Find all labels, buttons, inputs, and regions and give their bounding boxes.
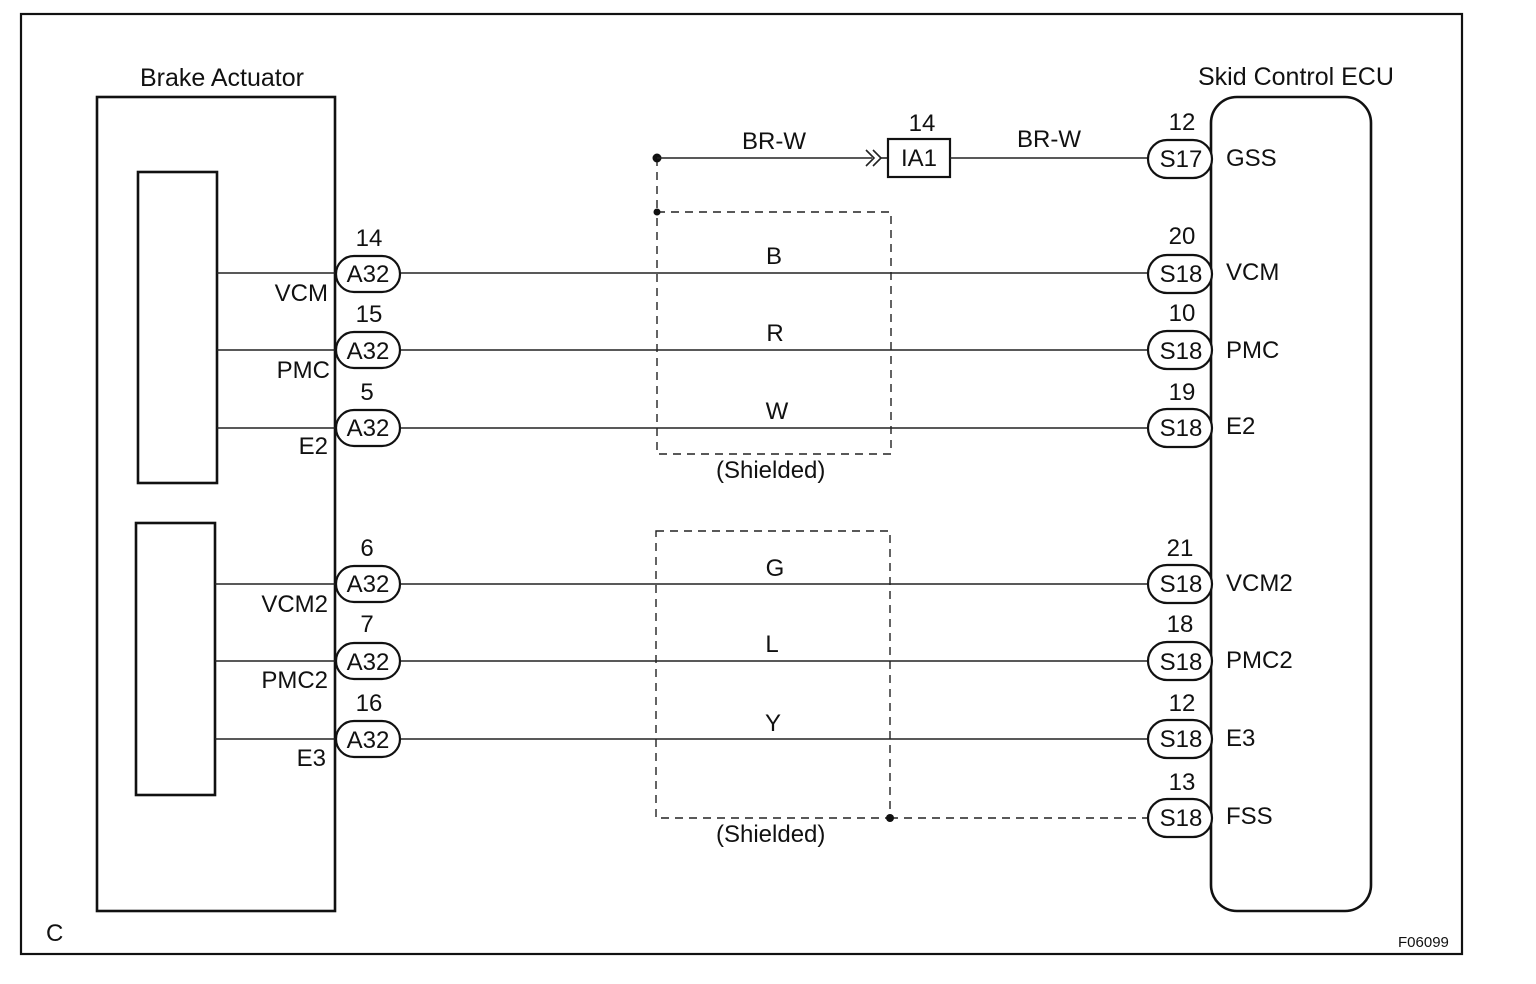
ecu-pin-gss: 12 S17 GSS xyxy=(1146,109,1277,180)
actuator-signal-pmc2: PMC2 xyxy=(261,667,328,694)
actuator-signal-vcm: VCM xyxy=(275,280,328,307)
svg-text:FSS: FSS xyxy=(1226,803,1273,830)
corner-label: C xyxy=(46,920,63,947)
svg-text:VCM: VCM xyxy=(1226,259,1279,286)
ecu-title: Skid Control ECU xyxy=(1198,63,1394,91)
diagram-frame xyxy=(19,12,1464,956)
signal-row-vcm: VCM 14 A32 B xyxy=(217,225,1148,307)
svg-text:10: 10 xyxy=(1169,300,1196,327)
figure-id: F06099 xyxy=(1398,934,1449,951)
actuator-body xyxy=(95,95,337,913)
actuator-connector-vcm: A32 xyxy=(347,261,390,288)
actuator-pin-pmc: 15 xyxy=(356,301,383,328)
ecu-pin-vcm: 20 S18 VCM xyxy=(1146,223,1279,295)
signal-row-e2: E2 5 A32 W xyxy=(217,379,1148,460)
actuator-connector-vcm2: A32 xyxy=(347,571,390,598)
ecu-pin-e2: 19 S18 E2 xyxy=(1146,379,1255,449)
signal-row-e3: E3 16 A32 Y xyxy=(215,690,1148,772)
svg-text:PMC: PMC xyxy=(1226,337,1279,364)
wire-color-vcm: B xyxy=(766,243,782,270)
svg-text:S18: S18 xyxy=(1160,261,1203,288)
actuator-pin-e2: 5 xyxy=(360,379,373,406)
wire-color-pmc2: L xyxy=(765,631,778,658)
actuator-signal-vcm2: VCM2 xyxy=(261,591,328,618)
shield-box-lower xyxy=(655,530,891,819)
wire-color-vcm2: G xyxy=(766,555,785,582)
svg-text:VCM2: VCM2 xyxy=(1226,570,1293,597)
ecu-body xyxy=(1209,95,1373,913)
svg-text:S18: S18 xyxy=(1160,649,1203,676)
svg-text:21: 21 xyxy=(1167,535,1194,562)
svg-text:18: 18 xyxy=(1167,611,1194,638)
gss-wire-color-left: BR-W xyxy=(742,128,806,155)
svg-text:S17: S17 xyxy=(1160,146,1203,173)
actuator-signal-pmc: PMC xyxy=(277,357,330,384)
svg-text:GSS: GSS xyxy=(1226,145,1277,172)
junction-label: IA1 xyxy=(901,145,937,172)
actuator-signal-e3: E3 xyxy=(297,745,326,772)
actuator-pin-vcm2: 6 xyxy=(360,535,373,562)
ecu-pin-pmc: 10 S18 PMC xyxy=(1146,300,1279,371)
actuator-pin-vcm: 14 xyxy=(356,225,383,252)
shield-label-upper: (Shielded) xyxy=(716,457,825,484)
shield-box-upper xyxy=(656,211,892,455)
svg-text:PMC2: PMC2 xyxy=(1226,647,1293,674)
actuator-connector-pmc2: A32 xyxy=(347,649,390,676)
ecu-pin-fss: 13 S18 FSS xyxy=(1146,769,1273,839)
actuator-sensor-2 xyxy=(134,521,217,797)
svg-text:S18: S18 xyxy=(1160,726,1203,753)
actuator-connector-e2: A32 xyxy=(347,415,390,442)
junction-connector-box xyxy=(886,137,952,179)
svg-text:20: 20 xyxy=(1169,223,1196,250)
svg-text:12: 12 xyxy=(1169,690,1196,717)
actuator-pin-pmc2: 7 xyxy=(360,611,373,638)
svg-text:E3: E3 xyxy=(1226,725,1255,752)
ecu-pin-e3: 12 S18 E3 xyxy=(1146,690,1255,760)
svg-text:E2: E2 xyxy=(1226,413,1255,440)
junction-pin: 14 xyxy=(909,110,936,137)
svg-text:19: 19 xyxy=(1169,379,1196,406)
actuator-sensor-1 xyxy=(136,170,219,485)
shield-ground-dot-lower xyxy=(886,814,894,822)
svg-text:12: 12 xyxy=(1169,109,1196,136)
gss-wire-color-right: BR-W xyxy=(1017,126,1081,153)
actuator-connector-pmc: A32 xyxy=(347,338,390,365)
svg-text:S18: S18 xyxy=(1160,805,1203,832)
actuator-signal-e2: E2 xyxy=(299,433,328,460)
actuator-connector-e3: A32 xyxy=(347,727,390,754)
signal-row-vcm2: VCM2 6 A32 G xyxy=(215,535,1148,618)
signal-row-pmc2: PMC2 7 A32 L xyxy=(215,611,1148,694)
signal-row-pmc: PMC 15 A32 R xyxy=(217,301,1148,384)
wire-color-e2: W xyxy=(766,398,789,425)
svg-text:S18: S18 xyxy=(1160,415,1203,442)
actuator-title: Brake Actuator xyxy=(140,64,304,92)
svg-text:S18: S18 xyxy=(1160,338,1203,365)
wire-color-pmc: R xyxy=(766,320,783,347)
svg-text:S18: S18 xyxy=(1160,571,1203,598)
shield-ground-dot-upper xyxy=(653,208,661,216)
ecu-pin-vcm2: 21 S18 VCM2 xyxy=(1146,535,1293,605)
wire-color-e3: Y xyxy=(765,710,781,737)
svg-text:13: 13 xyxy=(1169,769,1196,796)
actuator-pin-e3: 16 xyxy=(356,690,383,717)
shield-label-lower: (Shielded) xyxy=(716,821,825,848)
ecu-pin-pmc2: 18 S18 PMC2 xyxy=(1146,611,1293,682)
